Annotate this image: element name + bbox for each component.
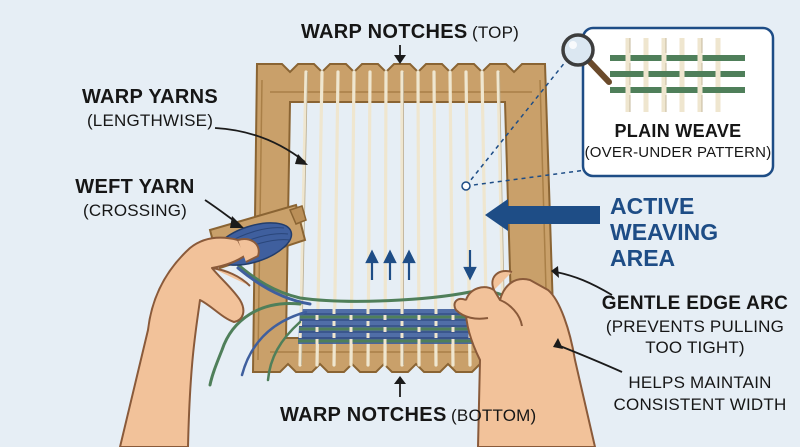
active-weaving-area-label: ACTIVE WEAVING AREA xyxy=(610,193,719,271)
down-arrow-icon xyxy=(463,250,477,281)
warp-yarns-main: WARP YARNS xyxy=(81,86,218,108)
active-area-line-1: ACTIVE xyxy=(610,193,695,219)
right-hand xyxy=(453,270,596,447)
gentle-edge-arc-line-2: (PREVENTS PULLING xyxy=(605,316,785,336)
warp-notches-bottom-main: WARP NOTCHES xyxy=(280,404,447,426)
gentle-edge-arc-main: GENTLE EDGE ARC xyxy=(601,293,789,314)
plain-weave-inset xyxy=(581,26,775,178)
up-arrow-icon xyxy=(402,249,416,280)
zoom-point xyxy=(461,181,471,191)
weft-yarn-main: WEFT YARN xyxy=(75,176,195,198)
warp-notches-top-main: WARP NOTCHES xyxy=(300,21,468,43)
weft-yarn-paren: (CROSSING) xyxy=(83,201,187,220)
left-hand xyxy=(119,236,260,447)
plain-weave-paren: (OVER-UNDER PATTERN) xyxy=(584,143,772,161)
weft-yarn-label: WEFT YARN (CROSSING) xyxy=(60,176,210,221)
warp-notches-top-paren: (TOP) xyxy=(472,23,519,42)
up-arrow-icon xyxy=(365,249,379,280)
warp-notches-top-label: WARP NOTCHES (TOP) xyxy=(300,21,520,43)
helps-maintain-line-1: HELPS MAINTAIN xyxy=(628,373,772,392)
active-area-line-3: AREA xyxy=(610,244,676,271)
warp-yarns-label: WARP YARNS (LENGTHWISE) xyxy=(55,86,245,131)
warp-notches-bottom-label: WARP NOTCHES (BOTTOM) xyxy=(280,404,536,426)
gentle-edge-arc-line-3: TOO TIGHT) xyxy=(645,337,745,357)
plain-weave-label: PLAIN WEAVE (OVER-UNDER PATTERN) xyxy=(584,121,772,161)
helps-maintain-line-2: CONSISTENT WIDTH xyxy=(613,394,787,414)
active-area-line-2: WEAVING xyxy=(610,218,719,245)
magnifier-icon xyxy=(561,33,612,85)
plain-weave-main: PLAIN WEAVE xyxy=(614,121,742,141)
callout-arrowheads xyxy=(230,55,563,384)
up-arrow-icon xyxy=(383,249,397,280)
arrow-right-icon xyxy=(485,199,600,231)
helps-maintain-label: HELPS MAINTAIN CONSISTENT WIDTH xyxy=(610,373,790,414)
warp-yarns-paren: (LENGTHWISE) xyxy=(86,111,214,130)
gentle-edge-arc-label: GENTLE EDGE ARC (PREVENTS PULLING TOO TI… xyxy=(600,293,790,357)
warp-notches-bottom-paren: (BOTTOM) xyxy=(451,406,537,425)
